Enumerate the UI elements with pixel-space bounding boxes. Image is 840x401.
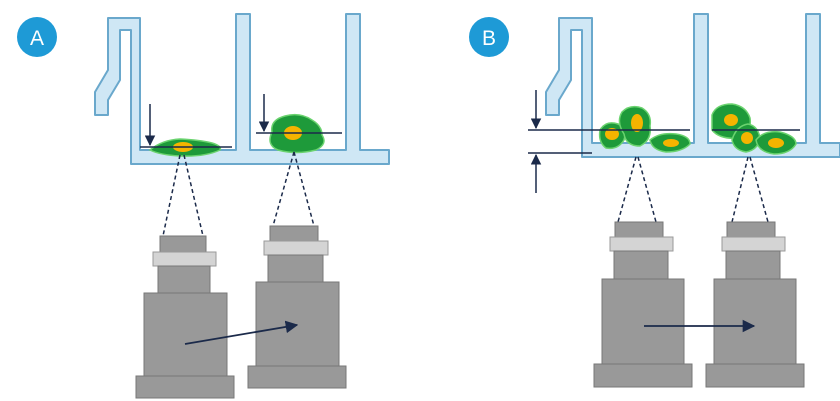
- panel-b: B: [469, 13, 840, 388]
- panel-b-cell-6: [755, 130, 797, 155]
- panel-a-objective-left: [135, 235, 235, 399]
- panel-b-cell-3: [649, 132, 691, 153]
- panel-a: A: [17, 13, 390, 399]
- panel-a-objective-right: [247, 225, 347, 389]
- panel-a-light-cones: [162, 151, 315, 237]
- panel-b-label: B: [482, 27, 496, 50]
- panel-a-well-plate: [94, 13, 390, 165]
- panel-a-shift-arrow: [184, 320, 299, 345]
- panel-a-label: A: [30, 27, 44, 50]
- panel-b-well-plate: [545, 13, 840, 158]
- panel-b-cell-1: [598, 122, 626, 150]
- panel-b-cell-2: [618, 105, 652, 147]
- panel-b-objective-left: [593, 221, 693, 388]
- panel-b-badge: [469, 17, 509, 57]
- panel-b-objective-right: [705, 221, 805, 388]
- panel-a-badge: [17, 17, 57, 57]
- panel-b-light-cones: [617, 156, 769, 223]
